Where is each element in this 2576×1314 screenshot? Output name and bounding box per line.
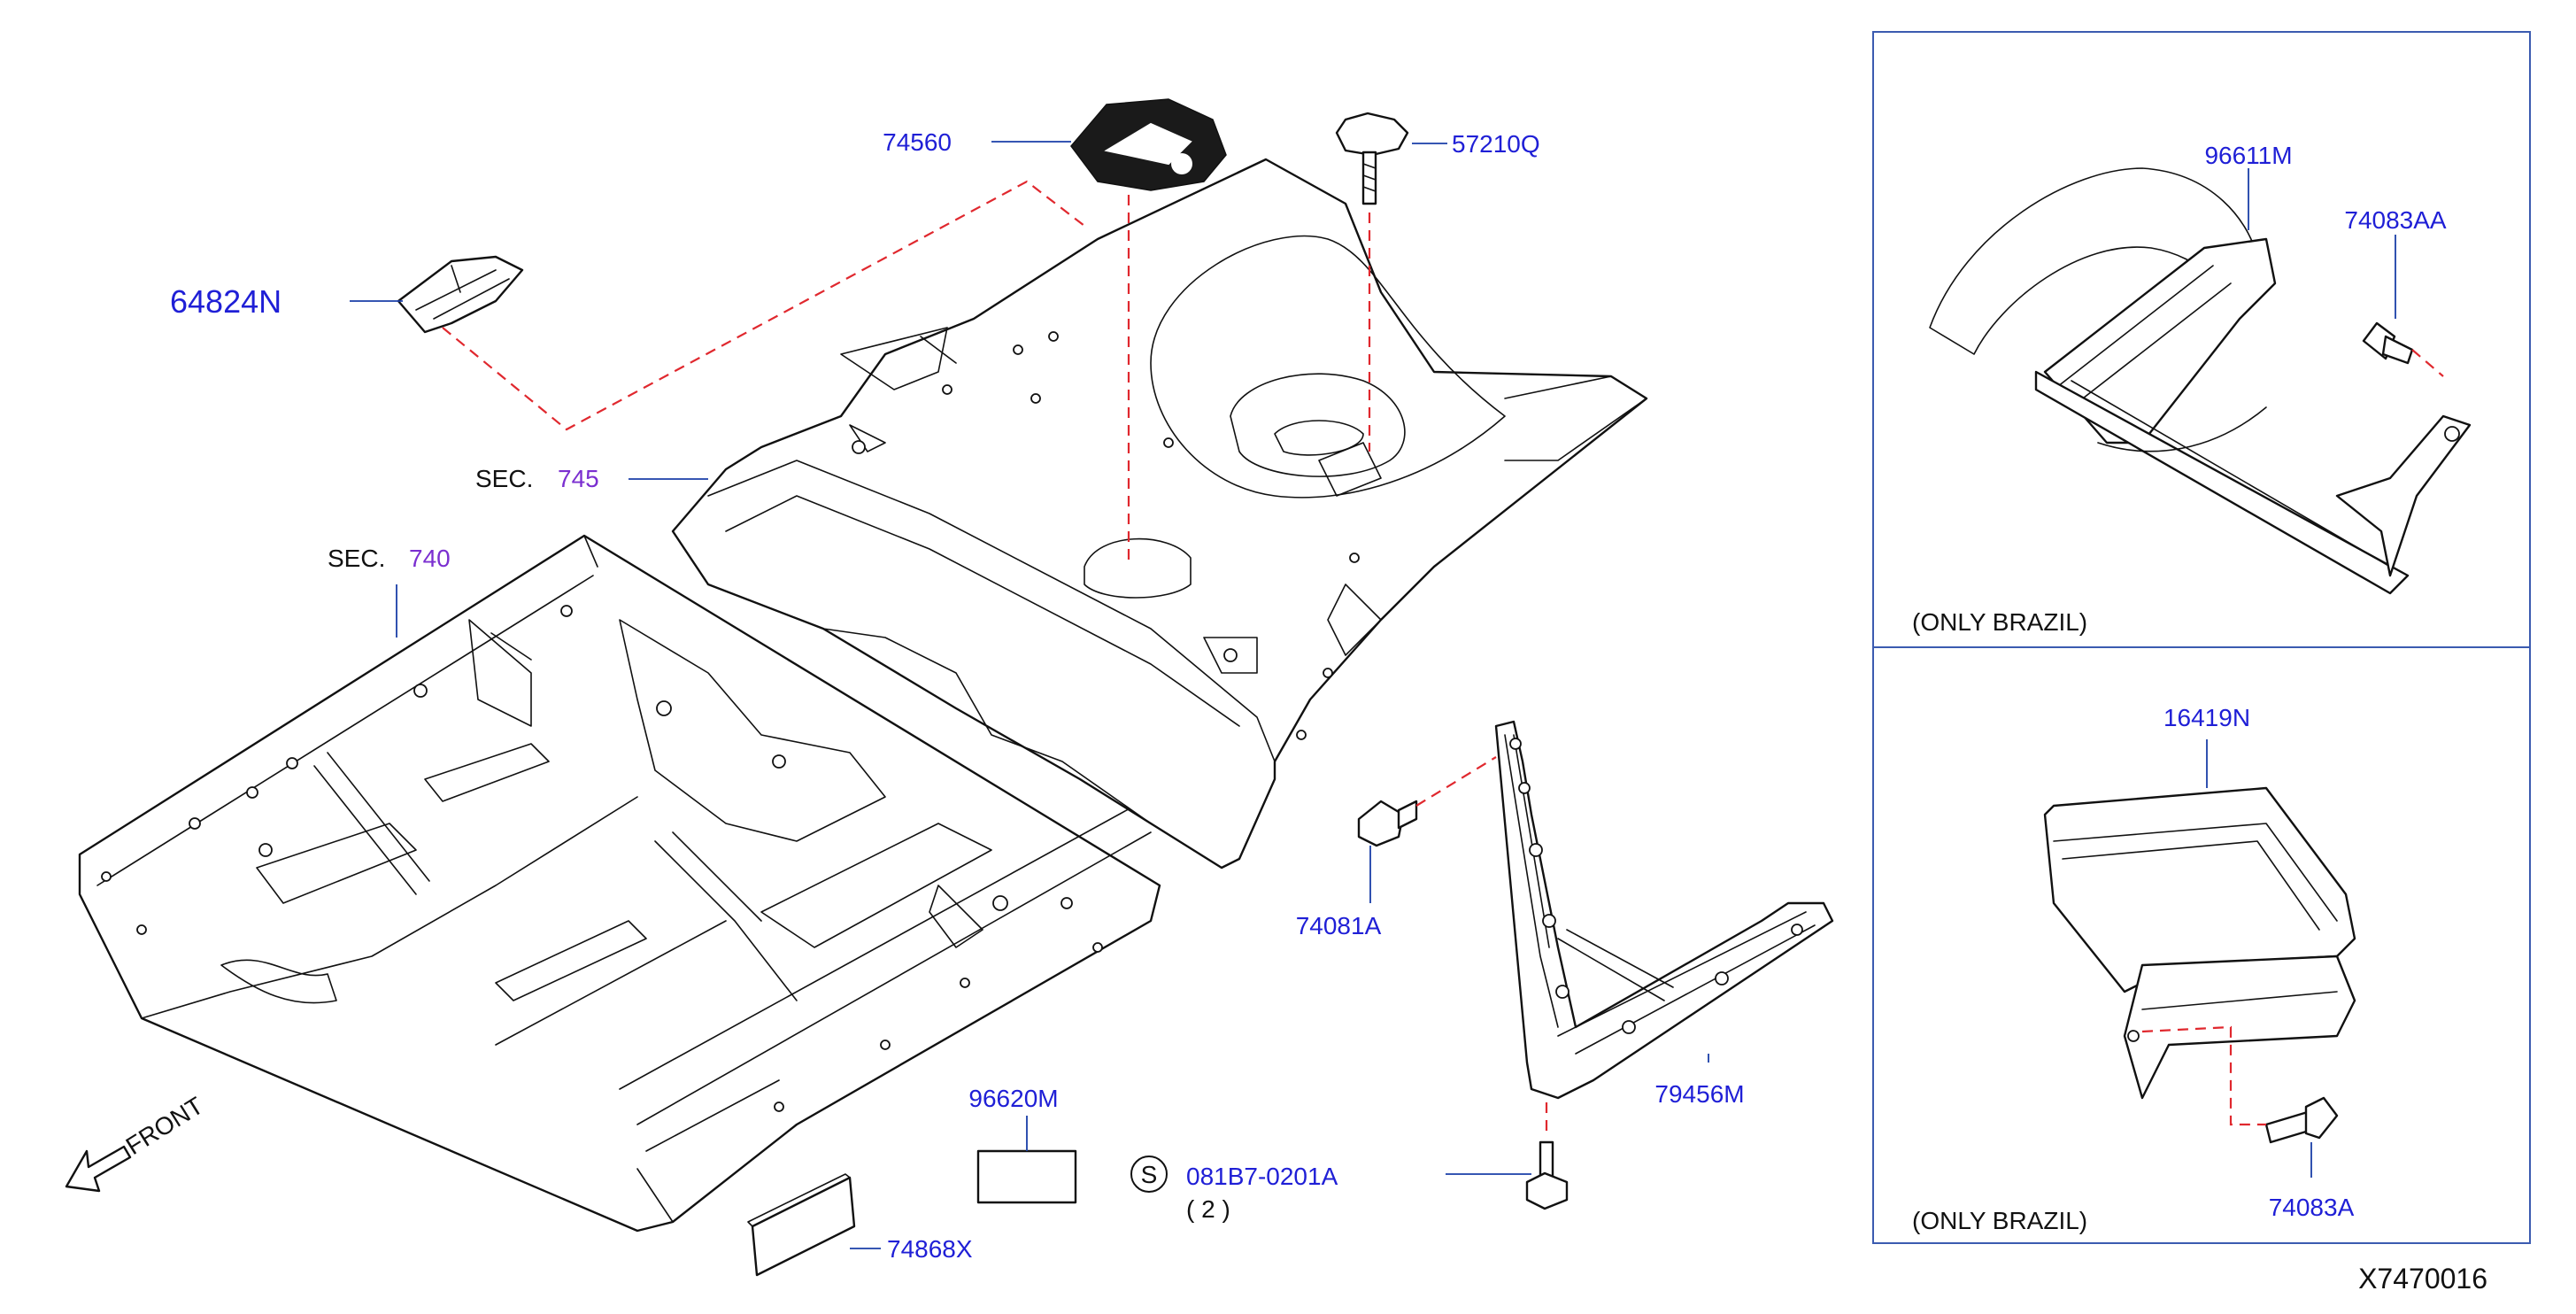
label-74868x: 74868X bbox=[887, 1235, 973, 1263]
diagram-id: X7470016 bbox=[2358, 1263, 2487, 1295]
label-only-brazil-top: (ONLY BRAZIL) bbox=[1912, 608, 2087, 636]
label-74560: 74560 bbox=[883, 128, 952, 156]
knob-bolt-57210q bbox=[1335, 112, 1409, 205]
label-sec-745-prefix: SEC. bbox=[475, 465, 533, 492]
pad-74868x bbox=[747, 1173, 856, 1277]
dashed-leaders bbox=[442, 180, 2444, 1138]
label-front: FRONT bbox=[121, 1092, 208, 1160]
front-floor-panel bbox=[78, 534, 1161, 1233]
label-64824n: 64824N bbox=[170, 283, 282, 320]
label-74083a: 74083A bbox=[2269, 1194, 2355, 1221]
bolt-081b7 bbox=[1525, 1140, 1569, 1210]
bolt-74083aa bbox=[2362, 321, 2414, 365]
label-081b7-0201a: 081B7-0201A bbox=[1186, 1163, 1338, 1190]
label-74083aa: 74083AA bbox=[2344, 206, 2447, 234]
label-96611m: 96611M bbox=[2204, 142, 2292, 169]
bolt-74083a bbox=[2264, 1096, 2339, 1144]
label-quantity: ( 2 ) bbox=[1186, 1195, 1230, 1223]
brazil-box-bottom bbox=[1872, 646, 2531, 1244]
label-leaders bbox=[350, 141, 2396, 1249]
label-57210q: 57210Q bbox=[1452, 130, 1540, 158]
clip-64824n bbox=[397, 255, 524, 334]
label-sec-740-prefix: SEC. bbox=[328, 545, 385, 572]
label-16419n: 16419N bbox=[2163, 704, 2250, 731]
plug-cap-74560 bbox=[1070, 98, 1227, 191]
front-arrow-icon bbox=[65, 1145, 132, 1193]
plate-96620m bbox=[976, 1149, 1077, 1204]
bracket-79456m bbox=[1494, 720, 1834, 1100]
label-only-brazil-bottom: (ONLY BRAZIL) bbox=[1912, 1207, 2087, 1234]
label-74081a: 74081A bbox=[1296, 912, 1382, 939]
label-sec-745-number: 745 bbox=[558, 465, 599, 492]
bolt-74081a bbox=[1357, 800, 1418, 847]
label-79456m: 79456M bbox=[1654, 1080, 1744, 1108]
s-circle-icon bbox=[1130, 1156, 1168, 1193]
bracket-16419n bbox=[2043, 786, 2356, 1100]
label-s-symbol: S bbox=[1141, 1161, 1158, 1188]
rear-floor-panel bbox=[671, 158, 1648, 870]
label-sec-740-number: 740 bbox=[409, 545, 451, 572]
label-96620m: 96620M bbox=[968, 1085, 1058, 1112]
band-96611m bbox=[1929, 167, 2472, 595]
